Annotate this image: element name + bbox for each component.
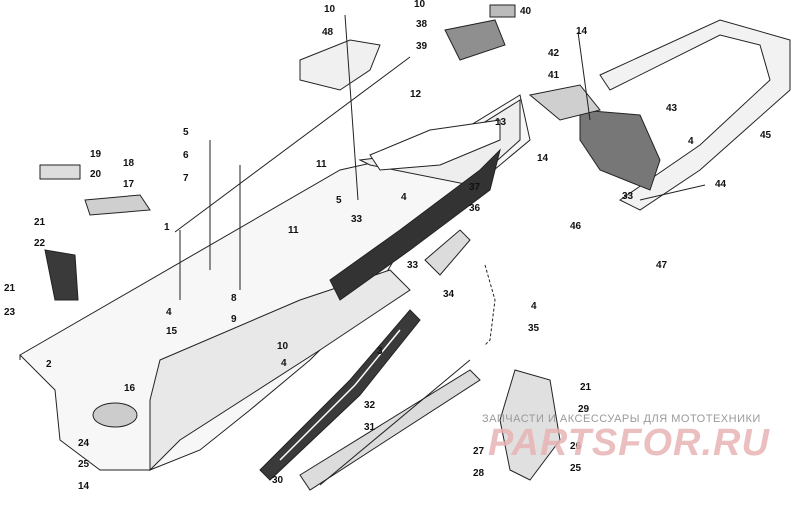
left-bracket-22 [44,249,79,301]
callout-25b: 25 [570,463,582,474]
callout-36: 36 [469,203,481,214]
cap-40 [489,4,516,18]
callout-4c: 4 [531,301,537,312]
plate-19 [39,164,81,180]
callout-21b: 21 [4,283,16,294]
callout-12: 12 [410,89,422,100]
callout-4b: 4 [401,192,407,203]
upper-bracket [444,19,506,61]
footrest [499,369,561,481]
handle-20 [84,194,151,216]
watermark-tagline: ЗАПЧАСТИ И АКСЕССУАРЫ ДЛЯ МОТОТЕХНИКИ [482,413,761,425]
callout-21c: 21 [580,382,592,393]
callout-21a: 21 [34,217,46,228]
callout-16: 16 [124,383,136,394]
callout-17: 17 [123,179,135,190]
callout-14b: 14 [537,153,549,164]
callout-44: 44 [715,179,727,190]
callout-1: 1 [164,222,170,233]
bracket-34 [424,229,471,276]
leader-10 [344,14,359,201]
callout-35: 35 [528,323,540,334]
callout-41: 41 [548,70,560,81]
callout-33c: 33 [407,260,419,271]
callout-40: 40 [520,6,532,17]
callout-38: 38 [416,19,428,30]
callout-43: 43 [666,103,678,114]
callout-9: 9 [231,314,237,325]
callout-37: 37 [469,182,481,193]
rail-rod [319,359,471,486]
callout-33b: 33 [351,214,363,225]
callout-4a: 4 [688,136,694,147]
cooler-track-inner [279,329,401,461]
part-24 [92,402,138,428]
callout-18: 18 [123,158,135,169]
callout-10b: 10 [414,0,426,10]
rear-bumper [599,19,791,211]
callout-31: 31 [364,422,376,433]
callout-42: 42 [548,48,560,59]
callout-3: 3 [377,346,383,357]
callout-10d: 10 [277,341,289,352]
chain-35 [484,264,496,346]
callout-6: 6 [183,150,189,161]
cooler-track [259,309,421,481]
callout-48: 48 [322,27,334,38]
callout-25a: 25 [78,459,90,470]
callout-24: 24 [78,438,90,449]
callout-33a: 33 [622,191,634,202]
seat-pad [299,39,381,91]
callout-19: 19 [90,149,102,160]
callout-23: 23 [4,307,16,318]
callout-22: 22 [34,238,46,249]
callout-8: 8 [231,293,237,304]
callout-39: 39 [416,41,428,52]
tunnel-window [369,119,501,171]
callout-11: 11 [316,159,327,170]
callout-4d: 4 [166,307,172,318]
callout-45: 45 [760,130,772,141]
callout-5b: 5 [336,195,342,206]
callout-15: 15 [166,326,178,337]
callout-14c: 14 [78,481,90,492]
callout-20: 20 [90,169,102,180]
callout-47: 47 [656,260,668,271]
bottom-rail [299,369,481,491]
callout-27: 27 [473,446,485,457]
callout-34: 34 [443,289,455,300]
callout-30: 30 [272,475,284,486]
callout-2: 2 [46,359,52,370]
dark-strip [329,148,501,301]
callout-46: 46 [570,221,582,232]
callout-26: 26 [570,441,582,452]
side-rail [149,269,411,472]
snow-flap [579,109,661,191]
callout-14a: 14 [576,26,588,37]
watermark-brand: PARTSFOR.RU [488,422,770,464]
callout-4e: 4 [281,358,287,369]
callout-13: 13 [495,117,507,128]
bracket-42 [528,84,601,121]
callout-5a: 5 [183,127,189,138]
callout-10a: 10 [324,4,336,15]
callout-7: 7 [183,173,189,184]
callout-28: 28 [473,468,485,479]
callout-29: 29 [578,404,590,415]
callout-10c: 11 [288,225,299,236]
callout-32: 32 [364,400,376,411]
